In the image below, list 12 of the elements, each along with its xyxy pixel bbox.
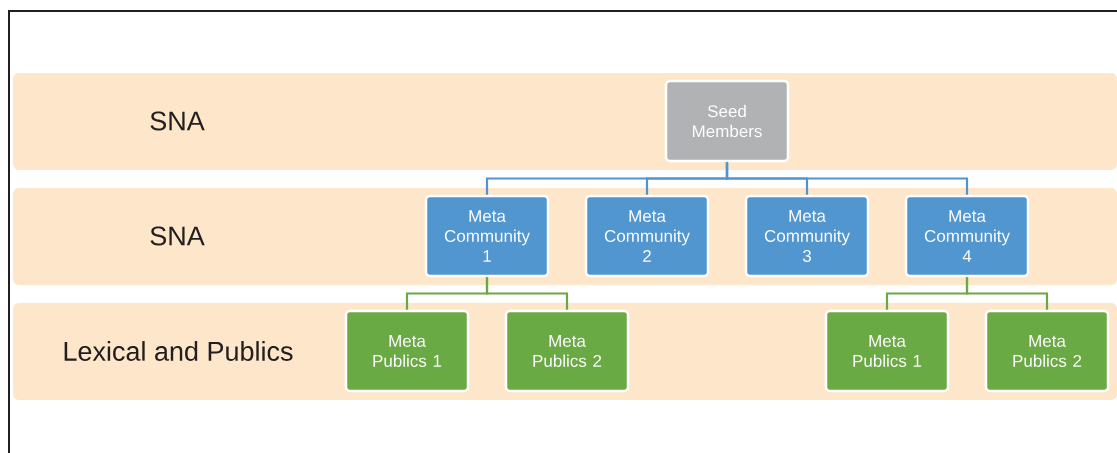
- org-box: Seed Members: [664, 79, 790, 163]
- org-box: Meta Community 3: [744, 194, 870, 278]
- org-box: Meta Community 4: [904, 194, 1030, 278]
- connector: [965, 277, 1049, 310]
- org-box: Meta Community 2: [584, 194, 710, 278]
- org-box: Meta Publics 2: [984, 309, 1110, 393]
- org-box: Meta Publics 2: [504, 309, 630, 393]
- connector: [725, 162, 969, 195]
- org-box: Meta Publics 1: [344, 309, 470, 393]
- org-box: Meta Publics 1: [824, 309, 950, 393]
- org-box: Meta Community 1: [424, 194, 550, 278]
- connector: [485, 277, 569, 310]
